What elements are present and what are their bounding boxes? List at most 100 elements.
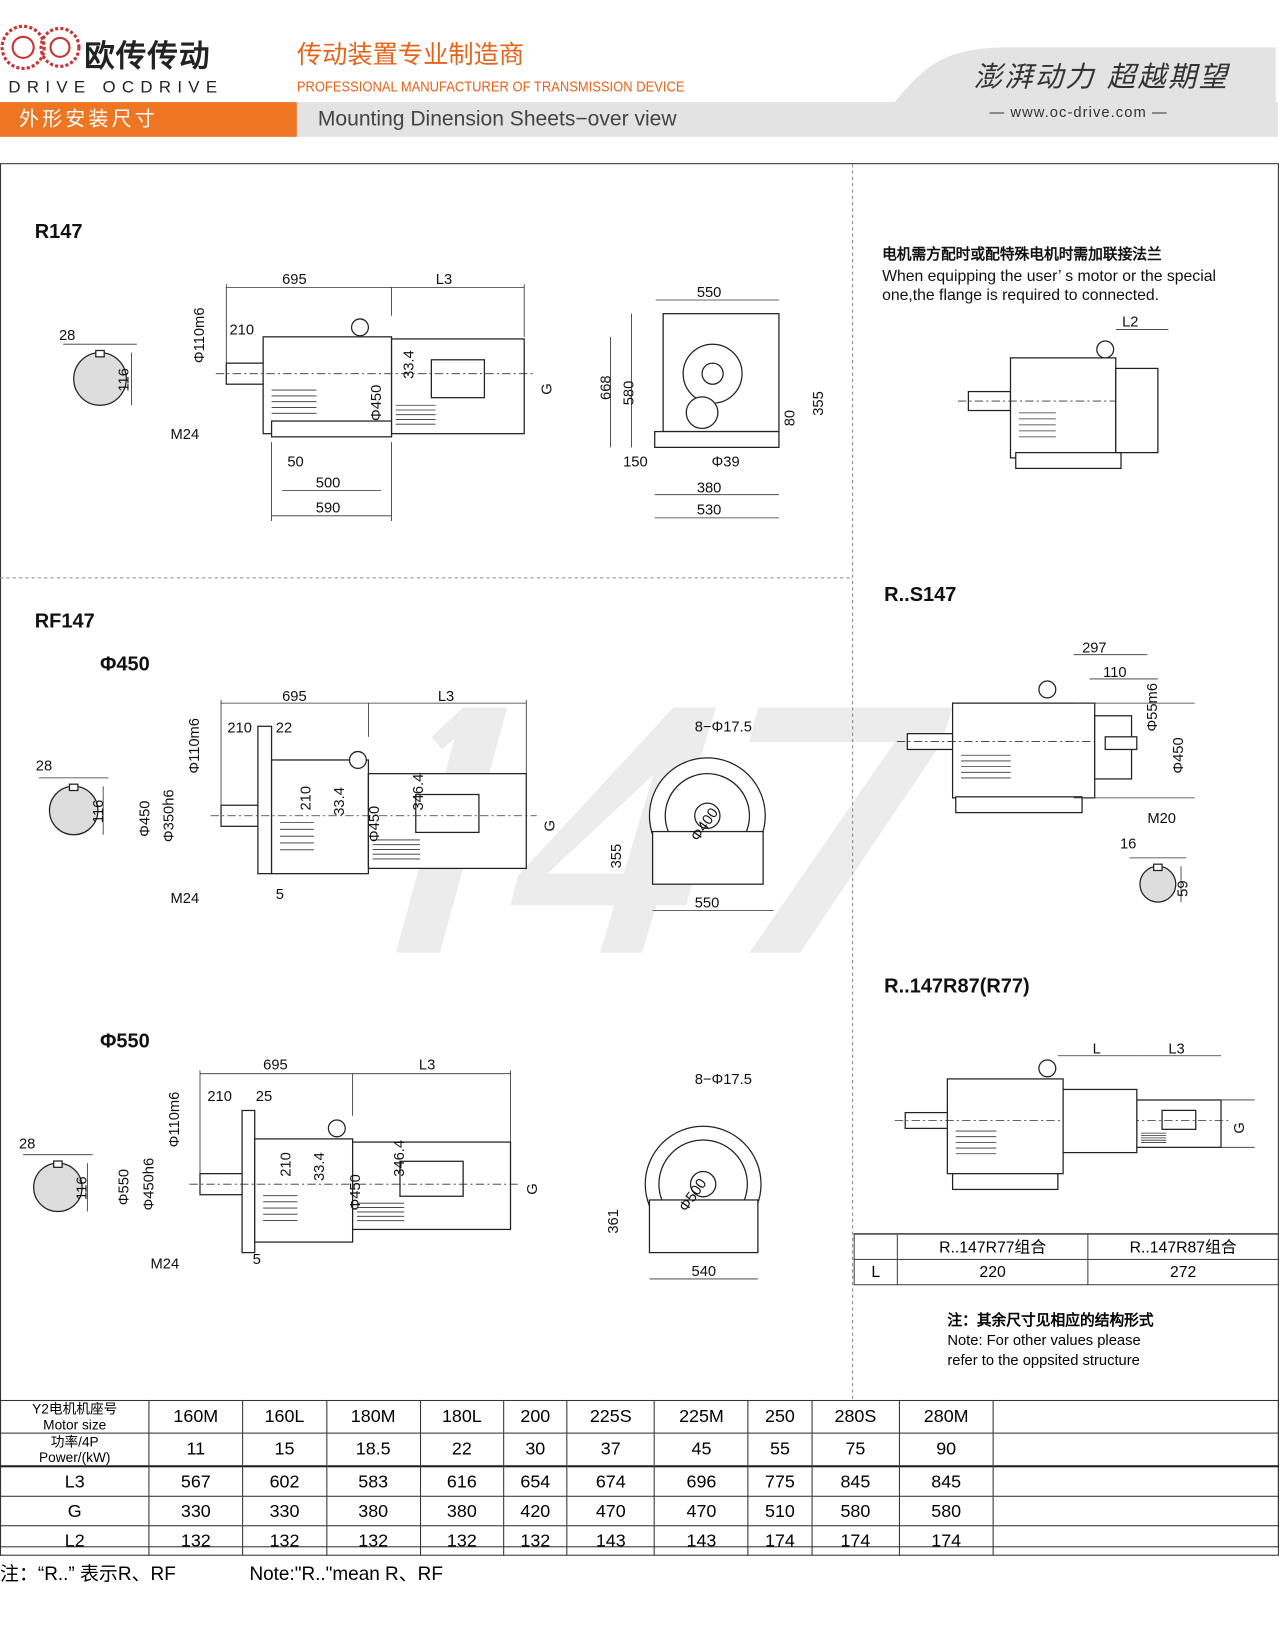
- empty-cell: [992, 1495, 1279, 1527]
- dim-label: Φ55m6: [1145, 683, 1161, 732]
- table-cell: 470: [654, 1495, 749, 1527]
- dim-label: 500: [316, 475, 341, 491]
- table-cell: 330: [148, 1495, 244, 1527]
- note-en-1: Note: For other values please: [947, 1331, 1141, 1349]
- mounting-flange: [241, 1109, 256, 1254]
- table-cell: 696: [654, 1465, 749, 1497]
- dim-label: L3: [1168, 1042, 1184, 1058]
- dim-label: 668: [599, 375, 615, 400]
- dim-label: L3: [419, 1057, 435, 1073]
- brand-name-cn: 欧传传动: [84, 37, 211, 74]
- table-cell: 580: [811, 1495, 900, 1527]
- dim-label: 25: [256, 1089, 272, 1105]
- rf147-550-title: Φ550: [100, 1030, 150, 1052]
- dim-label: Φ39: [712, 454, 740, 470]
- row-header: L3: [0, 1465, 150, 1497]
- label-en: Motor size: [43, 1416, 107, 1433]
- section-title-cn: 外形安装尺寸: [0, 102, 297, 137]
- shaft-end: [685, 396, 719, 430]
- lifting-eye: [1096, 340, 1115, 359]
- flange-note-cn: 电机需方配时或配特殊电机时需加联接法兰: [882, 245, 1162, 263]
- motor-size-cell: 200: [503, 1399, 568, 1434]
- table-cell: 132: [325, 1525, 421, 1556]
- table-cell: 470: [566, 1495, 656, 1527]
- dim-label: 33.4: [312, 1152, 328, 1181]
- dim-label: Φ110m6: [167, 1092, 183, 1148]
- dim-label: 355: [609, 844, 625, 869]
- footnote-cn: 注：“R..” 表示R、RF: [0, 1563, 176, 1585]
- gearbox-housing: [1009, 357, 1117, 459]
- mounting-foot: [955, 796, 1083, 814]
- dim-label: 297: [1082, 641, 1107, 657]
- dim-label: 210: [229, 323, 254, 339]
- website-link[interactable]: — www.oc-drive.com —: [989, 103, 1168, 120]
- motor-size-cell: 250: [747, 1399, 813, 1434]
- dim-label: Φ110m6: [192, 307, 208, 363]
- footnote-en: Note:"R.."mean R、RF: [249, 1563, 443, 1585]
- dim-label: 28: [19, 1136, 35, 1152]
- table-cell: 580: [898, 1495, 994, 1527]
- watermark-digit-4-arm: [510, 707, 706, 906]
- dim-label-l2: L2: [1122, 314, 1138, 330]
- gearbox-housing: [946, 1078, 1064, 1175]
- dim-label: 530: [697, 503, 722, 519]
- input-shaft: [1104, 736, 1138, 751]
- mounting-flange: [257, 725, 273, 875]
- key-slot: [53, 1160, 63, 1168]
- key-slot: [1153, 863, 1163, 872]
- dim-label: 210: [299, 786, 315, 811]
- label-cn: 功率/4P: [50, 1433, 99, 1450]
- combination-table: R..147R77组合 R..147R87组合 L 220 272: [853, 1233, 1279, 1286]
- dim-label: 361: [606, 1209, 622, 1234]
- dim-label: 550: [697, 285, 722, 301]
- gear-bore-inner: [701, 362, 724, 385]
- dim-label: 22: [276, 721, 292, 737]
- table-cell: 616: [419, 1465, 505, 1497]
- motto: 澎湃动力 超越期望: [973, 61, 1230, 94]
- dim-label: G: [525, 1183, 541, 1194]
- dim-label: M24: [171, 891, 200, 907]
- dim-label: M20: [1147, 811, 1176, 827]
- table-cell: 174: [747, 1525, 813, 1556]
- table-cell: 602: [242, 1465, 327, 1497]
- dim-label: 5: [253, 1252, 261, 1268]
- power-cell: 18.5: [325, 1432, 421, 1467]
- combo-header: R..147R77组合: [896, 1233, 1089, 1260]
- lifting-eye: [1038, 1059, 1057, 1078]
- dim-label: Φ450h6: [142, 1158, 158, 1211]
- terminal-box: [1161, 1109, 1197, 1130]
- shaft-section: [1139, 865, 1177, 903]
- row-header: L2: [0, 1525, 150, 1556]
- dim-label: L3: [436, 272, 452, 288]
- flange-note-en-1: When equipping the user’ s motor or the …: [882, 268, 1216, 285]
- dim-label: 50: [287, 454, 303, 470]
- dim-label: 590: [316, 501, 341, 517]
- table-cell: 510: [747, 1495, 813, 1527]
- end-view-body: [648, 1199, 759, 1254]
- dim-label: 116: [116, 368, 132, 391]
- mounting-foot: [1015, 451, 1122, 470]
- subtitle-bar: [296, 102, 1278, 137]
- secondary-gearbox: [1062, 1088, 1138, 1154]
- dim-label: 110: [1103, 665, 1126, 681]
- mounting-foot: [951, 1173, 1059, 1191]
- row-header: G: [0, 1495, 150, 1527]
- table-cell: 132: [242, 1525, 327, 1556]
- watermark-digit-7: [749, 707, 953, 953]
- power-cell: 75: [811, 1432, 900, 1467]
- other-values-note: 注：其余尺寸见相应的结构形式 Note: For other values pl…: [947, 1310, 1153, 1370]
- terminal-box: [430, 359, 486, 399]
- note-en-2: refer to the oppsited structure: [947, 1351, 1140, 1369]
- table-cell: 654: [503, 1465, 568, 1497]
- header-graphics: [0, 24, 1276, 103]
- rf147-title: RF147: [35, 610, 95, 632]
- key-slot: [68, 783, 79, 792]
- empty-cell: [992, 1432, 1279, 1467]
- dim-label: G: [1232, 1122, 1248, 1133]
- table-cell: 174: [898, 1525, 994, 1556]
- r147-labels: 28 116 695 L3 210 Φ110m6 Φ450 33.4 G M24…: [59, 272, 827, 519]
